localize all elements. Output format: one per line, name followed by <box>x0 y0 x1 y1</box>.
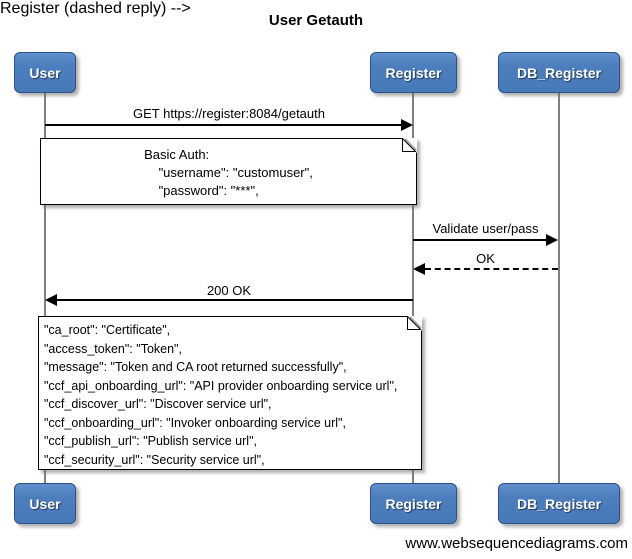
actor-user-label: User <box>29 64 61 81</box>
actor-user-top: User <box>14 52 76 93</box>
actor-db-register-label: DB_Register <box>516 495 602 512</box>
arrow-head-left-icon <box>413 263 425 275</box>
actor-register-top: Register <box>370 52 457 93</box>
note-basic-auth-text: Basic Auth: "username": "customuser", "p… <box>144 147 313 198</box>
message-line <box>57 299 413 301</box>
arrow-head-right-icon <box>546 234 558 246</box>
message-label: 200 OK <box>206 283 252 298</box>
folded-corner-icon <box>407 316 422 331</box>
folded-corner-icon <box>402 138 417 153</box>
message-label: OK <box>476 251 495 266</box>
lifeline-db-register <box>558 93 560 483</box>
note-getauth-response: "ca_root": "Certificate", "access_token"… <box>38 316 422 470</box>
actor-register-bottom: Register <box>370 483 457 524</box>
arrow-head-left-icon <box>45 294 57 306</box>
actor-user-label: User <box>29 495 61 512</box>
message-label: Validate user/pass <box>432 221 539 236</box>
lifeline-user <box>44 93 46 483</box>
actor-register-label: Register <box>385 495 442 512</box>
watermark: www.websequencediagrams.com <box>405 535 628 552</box>
message-line <box>413 239 546 241</box>
message-line-dashed <box>425 268 558 270</box>
note-getauth-response-text: "ca_root": "Certificate", "access_token"… <box>44 323 398 467</box>
lifeline-register <box>412 93 414 483</box>
actor-db-register-label: DB_Register <box>516 64 602 81</box>
actor-register-label: Register <box>385 64 442 81</box>
arrow-head-right-icon <box>401 119 413 131</box>
actor-db-register-bottom: DB_Register <box>498 483 620 524</box>
actor-db-register-top: DB_Register <box>498 52 620 93</box>
message-label: GET https://register:8084/getauth <box>133 106 325 121</box>
note-basic-auth: Basic Auth: "username": "customuser", "p… <box>40 138 417 205</box>
diagram-title: User Getauth <box>268 12 364 29</box>
message-line <box>45 124 401 126</box>
actor-user-bottom: User <box>14 483 76 524</box>
